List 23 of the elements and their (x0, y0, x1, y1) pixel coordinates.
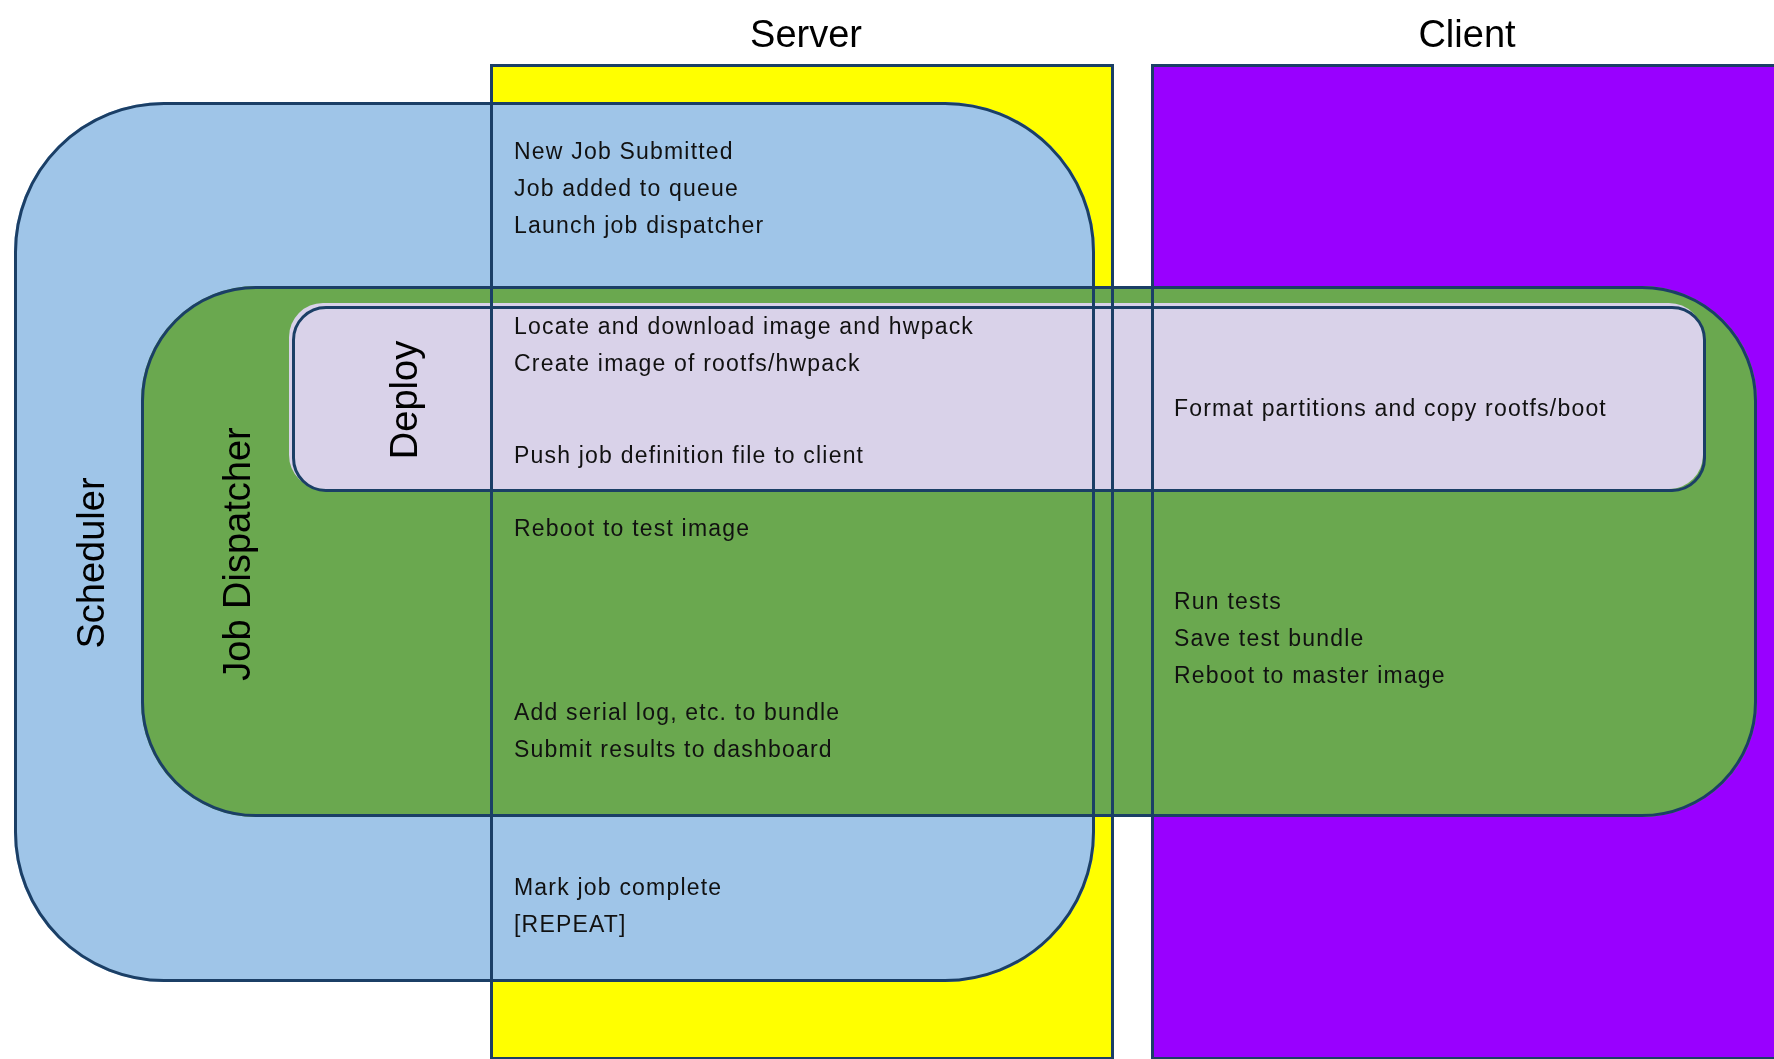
step-text: Create image of rootfs/hwpack (514, 349, 861, 377)
step-text: Locate and download image and hwpack (514, 312, 975, 340)
step-text: [REPEAT] (514, 910, 627, 938)
step-text: Format partitions and copy rootfs/boot (1174, 394, 1607, 422)
step-text: Launch job dispatcher (514, 211, 765, 239)
scheduler-region (14, 102, 1095, 982)
step-text: Job added to queue (514, 174, 739, 202)
step-text: Push job definition file to client (514, 441, 865, 469)
region-heading: Scheduler (70, 477, 112, 649)
step-text: Save test bundle (1174, 624, 1365, 652)
column-heading: Server (750, 13, 862, 55)
step-text: Run tests (1174, 587, 1282, 615)
step-text: Add serial log, etc. to bundle (514, 698, 841, 726)
step-text: Reboot to test image (514, 514, 751, 542)
step-text: Mark job complete (514, 873, 723, 901)
region-heading: Deploy (383, 340, 425, 460)
region-heading: Job Dispatcher (216, 427, 258, 681)
column-heading: Client (1418, 13, 1516, 55)
step-text: New Job Submitted (514, 137, 734, 165)
dispatcher-region (141, 286, 1757, 817)
step-text: Submit results to dashboard (514, 735, 833, 763)
deploy-region (292, 306, 1706, 492)
step-text: Reboot to master image (1174, 661, 1446, 689)
